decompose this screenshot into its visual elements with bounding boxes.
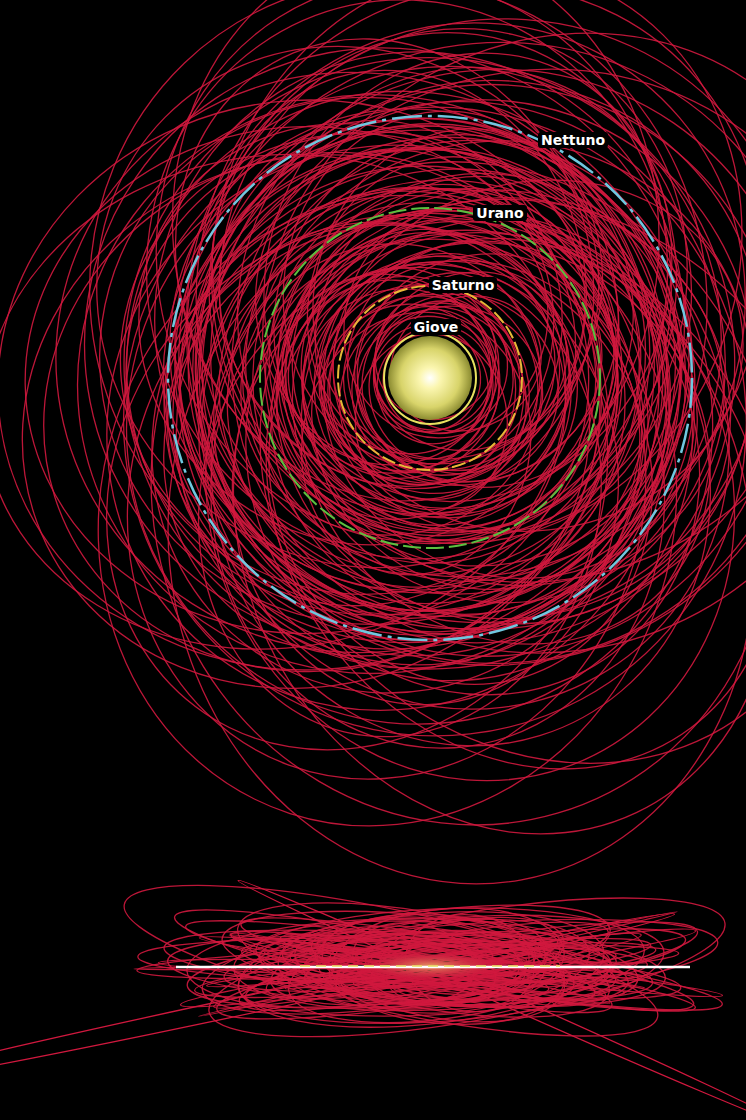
comet-orbit-edge-on	[183, 905, 726, 1027]
comet-orbits-top	[0, 0, 746, 932]
comet-orbit-edge-on	[184, 903, 721, 1024]
inner-planets-side	[300, 965, 560, 967]
comet-orbit	[255, 208, 619, 573]
uranus-orbit	[260, 208, 600, 548]
sun	[388, 336, 472, 420]
comet-orbit	[161, 49, 746, 692]
comet-orbit	[232, 179, 624, 571]
comet-orbit-edge-on	[114, 855, 668, 1067]
comet-orbit	[228, 148, 746, 670]
comet-orbit	[107, 112, 642, 635]
jupiter-orbit	[384, 332, 476, 424]
comet-orbit-edge-on	[162, 917, 655, 1013]
comet-orbit-edge-on	[253, 909, 668, 1018]
comet-orbit	[90, 74, 746, 768]
ecliptic-plane	[176, 966, 690, 969]
comet-orbit	[310, 261, 547, 498]
comet-orbit	[262, 92, 620, 489]
comet-orbit-edge-on	[236, 875, 746, 1120]
comet-orbit	[345, 304, 511, 471]
comet-orbit	[200, 175, 653, 631]
comet-orbit	[355, 291, 511, 448]
comet-orbit	[320, 216, 664, 537]
comet-orbit	[291, 259, 552, 521]
planet-label: Saturno	[429, 277, 498, 293]
comet-orbit	[94, 0, 746, 676]
comet-orbit	[342, 278, 570, 502]
comet-orbit	[147, 152, 675, 684]
comet-orbit	[247, 135, 746, 625]
comet-orbit	[49, 142, 725, 853]
neptune-orbit	[168, 116, 692, 640]
planet-label: Urano	[473, 205, 526, 221]
comet-orbit	[125, 80, 719, 674]
comet-orbit	[0, 30, 746, 825]
comet-orbit	[109, 8, 729, 638]
planet-label: Nettuno	[538, 132, 608, 148]
comet-orbit	[62, 0, 746, 755]
comet-orbits-side	[0, 855, 746, 1120]
comet-orbit	[18, 120, 746, 901]
comet-orbit-edge-on	[299, 940, 601, 996]
comet-orbit-edge-on	[0, 905, 676, 1097]
planet-orbits	[168, 116, 692, 980]
planet-label: Giove	[411, 319, 462, 335]
comet-orbit	[367, 319, 486, 438]
saturn-orbit	[338, 286, 522, 470]
comet-orbit	[79, 91, 642, 637]
comet-orbit	[278, 291, 555, 597]
comet-orbit	[274, 185, 744, 632]
comet-orbit	[374, 317, 500, 442]
comet-orbit-edge-on	[231, 900, 646, 1020]
comet-orbit	[234, 130, 699, 591]
comet-orbit-edge-on	[196, 884, 617, 1035]
comet-orbit	[42, 6, 746, 728]
comet-orbit	[122, 92, 728, 699]
comet-orbit	[3, 18, 707, 707]
comet-orbit	[295, 278, 518, 497]
